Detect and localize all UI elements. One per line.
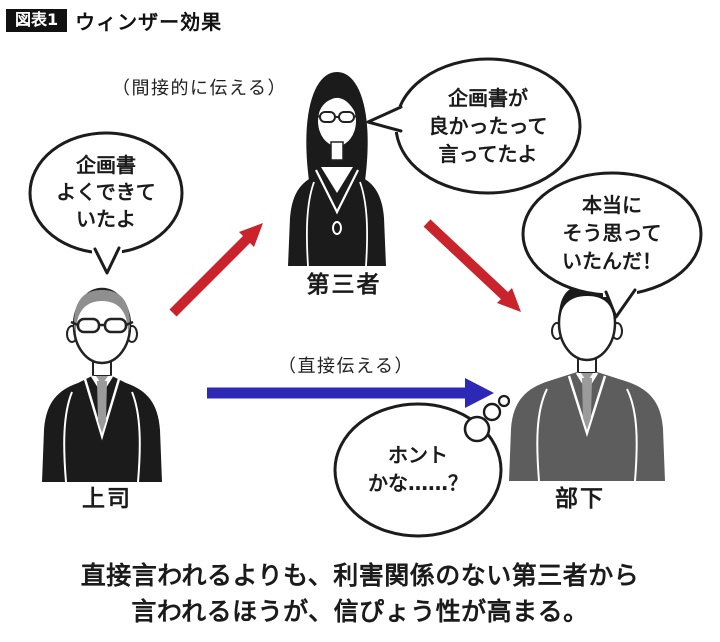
third-party-head: [318, 96, 356, 146]
boss-label: 上司: [82, 486, 132, 512]
third-party-sleeve-lines: [306, 181, 368, 266]
figure-title: ウィンザー効果: [75, 10, 223, 34]
red-arrow-indirect-1: [169, 223, 263, 317]
subordinate-avatar: [509, 284, 665, 481]
third-party-button: [332, 221, 342, 235]
subordinate-label: 部下: [555, 486, 605, 512]
third-party-neck: [330, 141, 344, 161]
boss-hair: [74, 290, 130, 333]
third-party-collar: [321, 167, 353, 193]
boss-speech-text: 企画書 よくできて いたよ: [56, 153, 156, 231]
boss-sleeve-lines: [63, 391, 141, 482]
indirect-label: （間接的に伝える）: [112, 78, 287, 99]
subordinate-speech-text: 本当に そう思って いたんだ！: [562, 193, 662, 273]
boss-avatar: [42, 287, 162, 482]
third-party-label: 第三者: [306, 272, 382, 298]
third-party-avatar: [288, 72, 386, 266]
figure-header: 図表1 ウィンザー効果: [6, 6, 222, 35]
figure-badge: 図表1: [6, 9, 68, 32]
subordinate-thought-text: ホント かな……？: [368, 443, 468, 495]
subordinate-tie: [582, 378, 592, 430]
third-party-speech-text: 企画書が 良かったって 言ってたよ: [428, 86, 548, 166]
caption-line-1: 直接言われるよりも、利害関係のない第三者から: [80, 561, 640, 590]
direct-label: （直接伝える）: [278, 356, 414, 377]
boss-tie-knot: [96, 376, 108, 385]
third-party-glasses-icon: [315, 111, 359, 123]
third-party-suit: [288, 166, 386, 266]
boss-glasses-icon: [70, 317, 134, 334]
caption-line-2: 言われるほうが、信ぴょう性が高まる。: [131, 597, 589, 626]
third-party-lapels: [315, 169, 359, 215]
subordinate-sleeve-lines: [536, 388, 638, 481]
boss-tie: [97, 381, 107, 433]
third-party-bangs: [317, 85, 357, 116]
subordinate-tie-knot: [581, 373, 593, 382]
blue-arrow-direct: [207, 378, 494, 408]
